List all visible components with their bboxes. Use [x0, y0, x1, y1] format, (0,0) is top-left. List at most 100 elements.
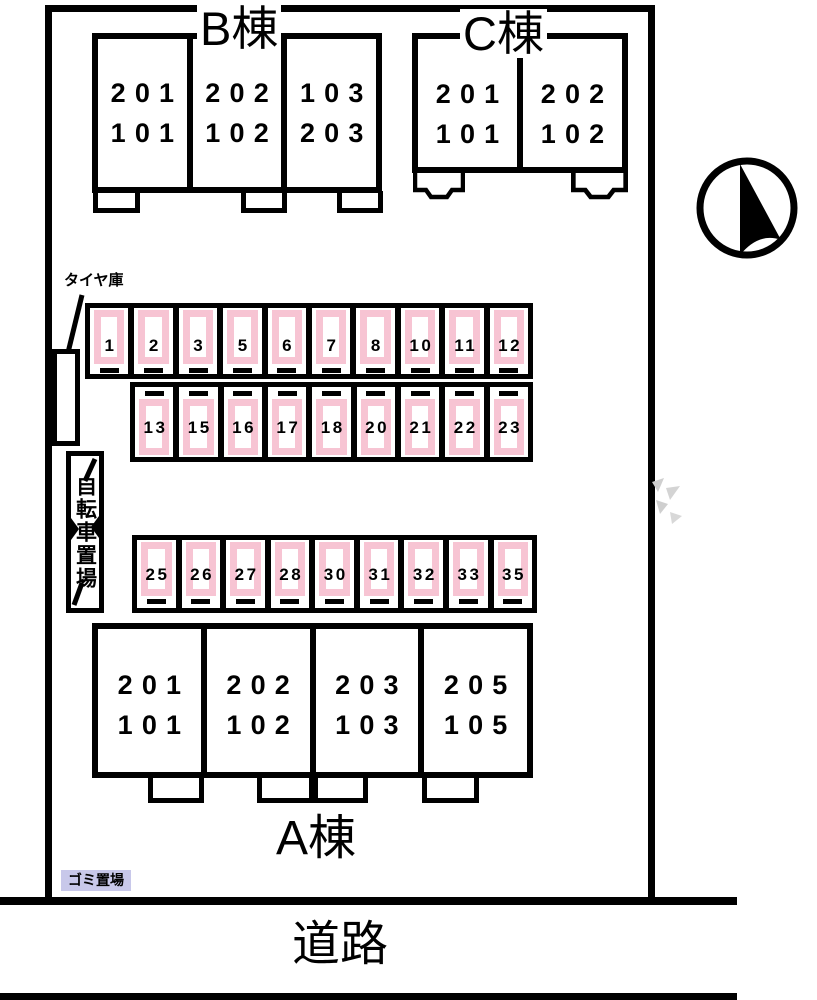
- parking-dash-mark: [499, 368, 519, 373]
- building-a-label: A棟: [276, 812, 357, 865]
- parking-dash-mark: [454, 368, 474, 373]
- parking-space-outline: 31: [363, 542, 395, 596]
- garbage-area-label: ゴミ置場: [61, 870, 131, 892]
- parking-space: 8: [350, 308, 394, 374]
- building-a-porch: [257, 776, 314, 803]
- parking-space-outline: 7: [316, 310, 347, 364]
- parking-space: 12: [483, 308, 528, 374]
- building-unit: 202 102: [517, 39, 622, 167]
- unit-number-lower: 101: [117, 710, 191, 740]
- building-unit: 201 101: [98, 629, 201, 772]
- parking-space-outline: 18: [316, 399, 347, 455]
- parking-space: 35: [487, 540, 533, 608]
- building-b: 201 101 202 102 103 203: [92, 33, 382, 193]
- building-unit: 202 102: [186, 39, 282, 187]
- parking-space-outline: 28: [274, 542, 306, 596]
- road-edge-line: [0, 993, 737, 1000]
- parking-space-number: 6: [282, 336, 295, 355]
- building-c-porch: [413, 170, 465, 200]
- unit-number-lower: 102: [540, 118, 614, 149]
- parking-space-outline: 23: [493, 399, 524, 455]
- building-a-porch: [313, 776, 368, 803]
- parking-space: 26: [175, 540, 221, 608]
- parking-space-outline: 15: [183, 399, 214, 455]
- parking-space-outline: 5: [227, 310, 258, 364]
- parking-dash-mark: [366, 391, 386, 396]
- parking-dash-mark: [280, 599, 300, 604]
- parking-dash-mark: [277, 368, 297, 373]
- unit-number-lower: 101: [110, 117, 184, 148]
- parking-space-outline: 10: [404, 310, 436, 364]
- parking-dash-mark: [144, 368, 164, 373]
- parking-space: 32: [398, 540, 443, 608]
- unit-number-lower: 101: [435, 118, 509, 149]
- parking-space-outline: 13: [139, 399, 170, 455]
- parking-space: 28: [264, 540, 310, 608]
- unit-number-upper: 205: [443, 670, 517, 700]
- parking-space-number: 11: [454, 336, 478, 355]
- parking-space-number: 33: [457, 565, 482, 584]
- parking-space: 11: [439, 308, 483, 374]
- parking-space-outline: 16: [227, 399, 258, 455]
- road-label: 道路: [292, 918, 389, 971]
- tire-storage-label: タイヤ庫: [64, 272, 124, 289]
- parking-space: 10: [394, 308, 439, 374]
- parking-space-outline: 17: [271, 399, 303, 455]
- parking-space: 1: [90, 308, 128, 374]
- parking-space: 13: [135, 387, 173, 457]
- building-a-porch: [148, 776, 204, 803]
- parking-row-top: 1 2 3 5: [85, 303, 533, 379]
- parking-space-outline: 26: [185, 542, 217, 596]
- parking-space: 27: [220, 540, 265, 608]
- boundary-line-right: [648, 5, 655, 900]
- parking-space-outline: 22: [449, 399, 480, 455]
- parking-space-number: 12: [498, 336, 523, 355]
- boundary-line-bottom: [0, 897, 737, 905]
- parking-dash-mark: [232, 368, 252, 373]
- parking-dash-mark: [321, 391, 341, 396]
- unit-number-upper: 203: [335, 670, 408, 700]
- unit-number-upper: 202: [226, 670, 299, 700]
- parking-space-number: 7: [326, 336, 339, 355]
- parking-space: 17: [261, 387, 306, 457]
- parking-space-number: 1: [104, 336, 117, 355]
- parking-space-number: 23: [498, 417, 523, 437]
- unit-number-lower: 103: [335, 710, 408, 740]
- parking-space: 7: [306, 308, 350, 374]
- unit-number-lower: 102: [205, 117, 278, 148]
- parking-dash-mark: [277, 391, 297, 396]
- parking-space: 15: [173, 387, 217, 457]
- parking-space-number: 16: [232, 417, 257, 437]
- parking-space: 25: [137, 540, 176, 608]
- parking-space-number: 5: [237, 336, 250, 355]
- building-a-porch: [422, 776, 479, 803]
- parking-dash-mark: [144, 391, 164, 396]
- building-a: 201 101 202 102 203 103 205 105: [92, 623, 533, 778]
- parking-space: 5: [217, 308, 261, 374]
- parking-space-outline: 35: [497, 542, 529, 596]
- parking-space-number: 32: [412, 565, 437, 584]
- parking-dash-mark: [369, 599, 389, 604]
- parking-space: 21: [394, 387, 439, 457]
- boundary-line-top: [45, 5, 655, 12]
- parking-space-number: 26: [190, 565, 215, 584]
- unit-number-upper: 103: [299, 77, 373, 108]
- parking-space-outline: 1: [94, 310, 125, 364]
- parking-space: 2: [128, 308, 172, 374]
- bicycle-parking-box: 自転車置場: [66, 451, 104, 613]
- diagonal-hatch-icon: [71, 457, 99, 606]
- building-b-porch: [93, 191, 140, 213]
- parking-dash-mark: [410, 391, 430, 396]
- parking-dash-mark: [188, 391, 208, 396]
- parking-space-number: 15: [187, 417, 212, 437]
- bicycle-parking-label: 自転車置場: [73, 474, 97, 590]
- parking-space-number: 27: [234, 565, 259, 584]
- unit-number-lower: 105: [443, 710, 517, 740]
- building-unit: 201 101: [98, 39, 187, 187]
- unit-number-lower: 102: [226, 710, 299, 740]
- building-unit: 205 105: [418, 629, 527, 772]
- parking-space-number: 20: [365, 417, 390, 437]
- parking-space-number: 13: [143, 417, 168, 437]
- parking-space: 31: [353, 540, 399, 608]
